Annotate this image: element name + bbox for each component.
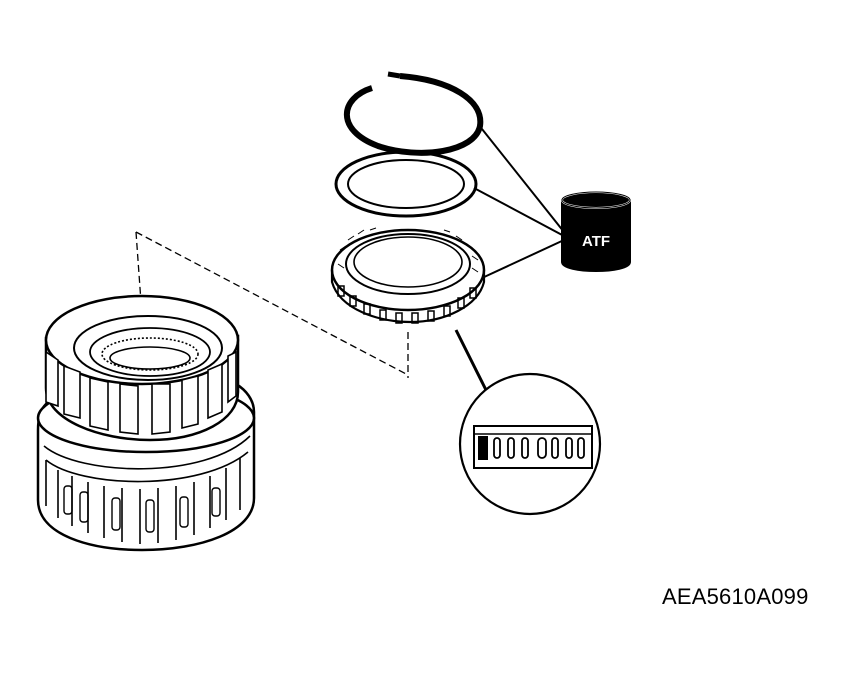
drum-lower-spline-teeth <box>63 485 221 533</box>
snap-ring <box>344 73 484 156</box>
atf-label: ATF <box>582 233 610 250</box>
snap-ring-gap-mark <box>387 71 401 79</box>
retaining-plate-inner <box>347 159 465 209</box>
hub-upper-splines <box>45 350 237 435</box>
reference-code: AEA5610A099 <box>662 584 809 609</box>
detail-slots <box>493 437 585 459</box>
detail-leader-line <box>454 329 488 391</box>
clutch-plate-ring <box>330 227 486 324</box>
detail-magnifier-icon <box>458 372 602 516</box>
atf-leader-lines <box>473 123 565 279</box>
atf-can-icon: ATF <box>561 191 631 272</box>
clutch-plate-teeth <box>337 285 477 324</box>
retaining-plate-outer <box>334 150 478 218</box>
clutch-plate-texture <box>337 227 479 273</box>
clutch-drum-assembly <box>36 294 256 552</box>
hub-inner-bore <box>109 346 191 370</box>
